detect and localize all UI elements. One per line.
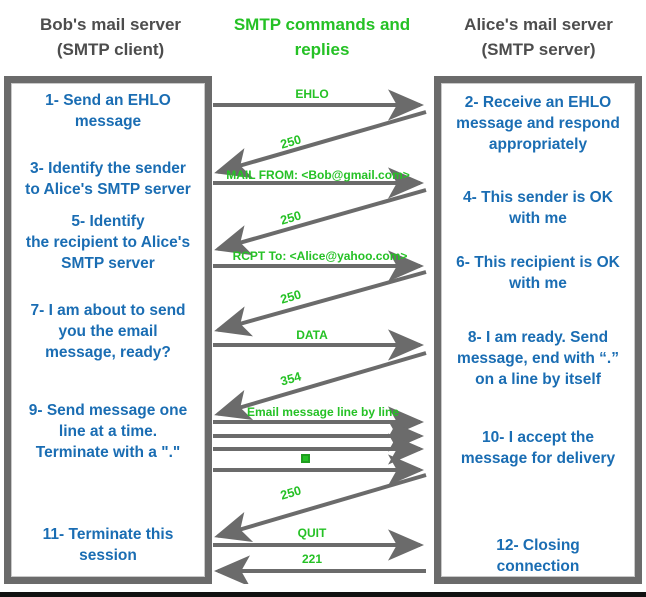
middle-title-line1: SMTP commands and: [233, 15, 411, 34]
label-ehlo: EHLO: [295, 87, 329, 101]
label-data: DATA: [296, 328, 328, 342]
client-step-3: 3- Identify the sender to Alice's SMTP s…: [12, 158, 204, 200]
server-step-10-line2: message for delivery: [460, 450, 616, 467]
label-email-message: Email message line by line: [246, 405, 400, 419]
arrow-layer: [213, 89, 427, 584]
client-step-1-line2: message: [74, 113, 142, 130]
period-terminator-marker: [301, 454, 310, 463]
client-step-3-line1: 3- Identify the sender: [30, 160, 186, 177]
middle-title-line2: replies: [294, 40, 350, 59]
server-title-line1: Alice's mail server: [464, 15, 613, 34]
client-step-9-line3: Terminate with a ".": [35, 444, 181, 461]
client-step-11-line1: 11- Terminate this: [42, 526, 174, 543]
label-rcpt-to: RCPT To: <Alice@yahoo.com>: [232, 249, 408, 263]
arrow-250-b: [214, 188, 427, 256]
server-step-8-line1: 8- I am ready. Send: [467, 329, 609, 346]
server-step-10: 10- I accept the message for delivery: [442, 427, 634, 469]
client-step-9-line1: 9- Send message one: [28, 402, 188, 419]
arrow-354: [214, 351, 427, 420]
bottom-rule: [0, 592, 646, 597]
server-step-8: 8- I am ready. Send message, end with “.…: [442, 327, 634, 390]
server-step-2: 2- Receive an EHLO message and respond a…: [442, 92, 634, 155]
client-step-1: 1- Send an EHLO message: [12, 90, 204, 132]
server-panel: [434, 76, 642, 584]
label-221: 221: [301, 552, 323, 566]
label-quit: QUIT: [297, 526, 327, 540]
arrow-250-a: [214, 110, 427, 179]
server-step-6-line2: with me: [509, 275, 567, 292]
server-panel-inner: [441, 83, 635, 577]
server-step-6-line1: 6- This recipient is OK: [456, 254, 620, 271]
server-step-10-line1: 10- I accept the: [482, 429, 594, 446]
client-step-3-line2: to Alice's SMTP server: [25, 181, 191, 198]
server-step-2-line2: message and respond: [456, 115, 620, 132]
server-title-line2: (SMTP server): [481, 40, 596, 59]
client-title-line1: Bob's mail server: [39, 15, 182, 34]
client-column-title: Bob's mail server (SMTP client): [8, 12, 213, 62]
client-step-5-line3: SMTP server: [61, 255, 155, 272]
client-step-9: 9- Send message one line at a time. Term…: [12, 400, 204, 463]
client-step-11-line2: session: [79, 547, 137, 564]
client-step-5: 5- Identify the recipient to Alice's SMT…: [12, 211, 204, 274]
server-step-4-line1: 4- This sender is OK: [463, 189, 613, 206]
client-step-11: 11- Terminate this session: [12, 524, 204, 566]
client-step-5-line2: the recipient to Alice's: [25, 234, 191, 251]
server-step-4-line2: with me: [509, 210, 567, 227]
server-step-4: 4- This sender is OK with me: [442, 187, 634, 229]
arrow-250-c: [214, 270, 427, 337]
client-panel: [4, 76, 212, 584]
server-step-6: 6- This recipient is OK with me: [442, 252, 634, 294]
client-step-7-line2: you the email: [58, 323, 158, 340]
server-step-12-line2: connection: [496, 558, 580, 575]
client-step-1-line1: 1- Send an EHLO: [45, 92, 171, 109]
message-lane: [212, 76, 434, 584]
client-step-7-line3: message, ready?: [45, 344, 171, 361]
server-column-title: Alice's mail server (SMTP server): [436, 12, 641, 62]
client-step-9-line2: line at a time.: [58, 423, 158, 440]
client-title-line2: (SMTP client): [56, 40, 165, 59]
client-step-5-line1: 5- Identify: [71, 213, 145, 230]
label-mail-from: MAIL FROM: <Bob@gmail.com>: [226, 168, 410, 182]
server-step-2-line1: 2- Receive an EHLO: [464, 94, 612, 111]
middle-column-title: SMTP commands and replies: [222, 12, 422, 62]
arrow-250-d: [214, 473, 427, 542]
server-step-2-line3: appropriately: [488, 136, 588, 153]
client-panel-inner: [11, 83, 205, 577]
client-step-7-line1: 7- I am about to send: [30, 302, 186, 319]
client-step-7: 7- I am about to send you the email mess…: [12, 300, 204, 363]
server-step-12: 12- Closing connection: [442, 535, 634, 577]
server-step-8-line2: message, end with “.”: [457, 350, 619, 367]
server-step-12-line1: 12- Closing: [496, 537, 580, 554]
server-step-8-line3: on a line by itself: [475, 371, 601, 388]
